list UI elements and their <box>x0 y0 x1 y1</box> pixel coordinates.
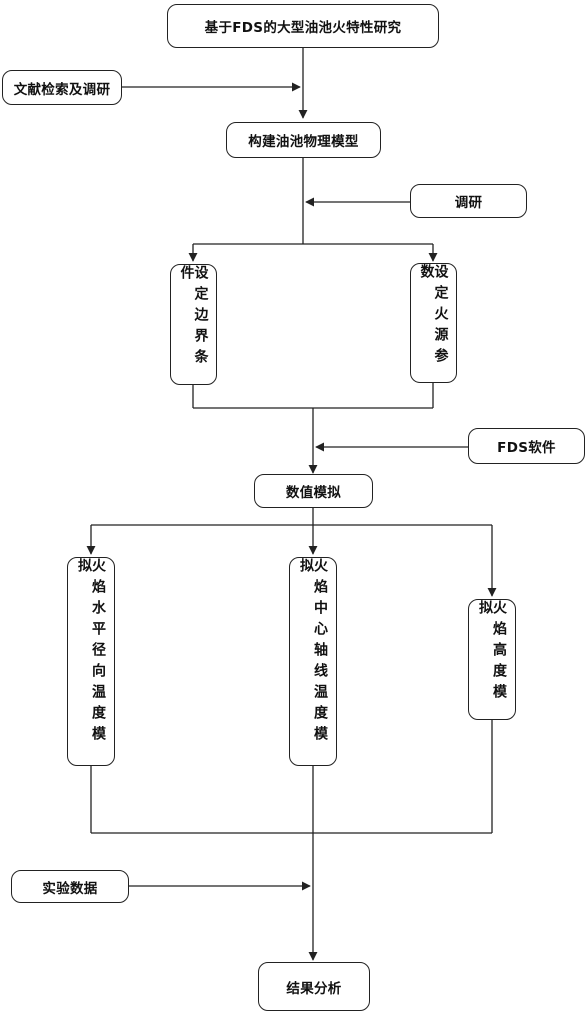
set-boundary-box: 设定边界条件 <box>170 264 217 385</box>
numerical-simulation-box: 数值模拟 <box>254 474 373 508</box>
result-analysis-box: 结果分析 <box>258 962 370 1011</box>
set-fire-source-box: 设定火源参数 <box>410 263 457 383</box>
center-axis-temp-box: 火焰中心轴线温度模拟 <box>289 557 337 766</box>
flame-height-box: 火焰高度模拟 <box>468 599 516 720</box>
build-model-box: 构建油池物理模型 <box>226 122 381 158</box>
horizontal-radial-temp-box: 火焰水平径向温度模拟 <box>67 557 115 766</box>
fds-software-box: FDS软件 <box>468 428 585 464</box>
title-box: 基于FDS的大型油池火特性研究 <box>167 4 439 48</box>
literature-review-box: 文献检索及调研 <box>2 70 122 105</box>
experimental-data-box: 实验数据 <box>11 870 129 903</box>
survey-box: 调研 <box>410 184 527 218</box>
